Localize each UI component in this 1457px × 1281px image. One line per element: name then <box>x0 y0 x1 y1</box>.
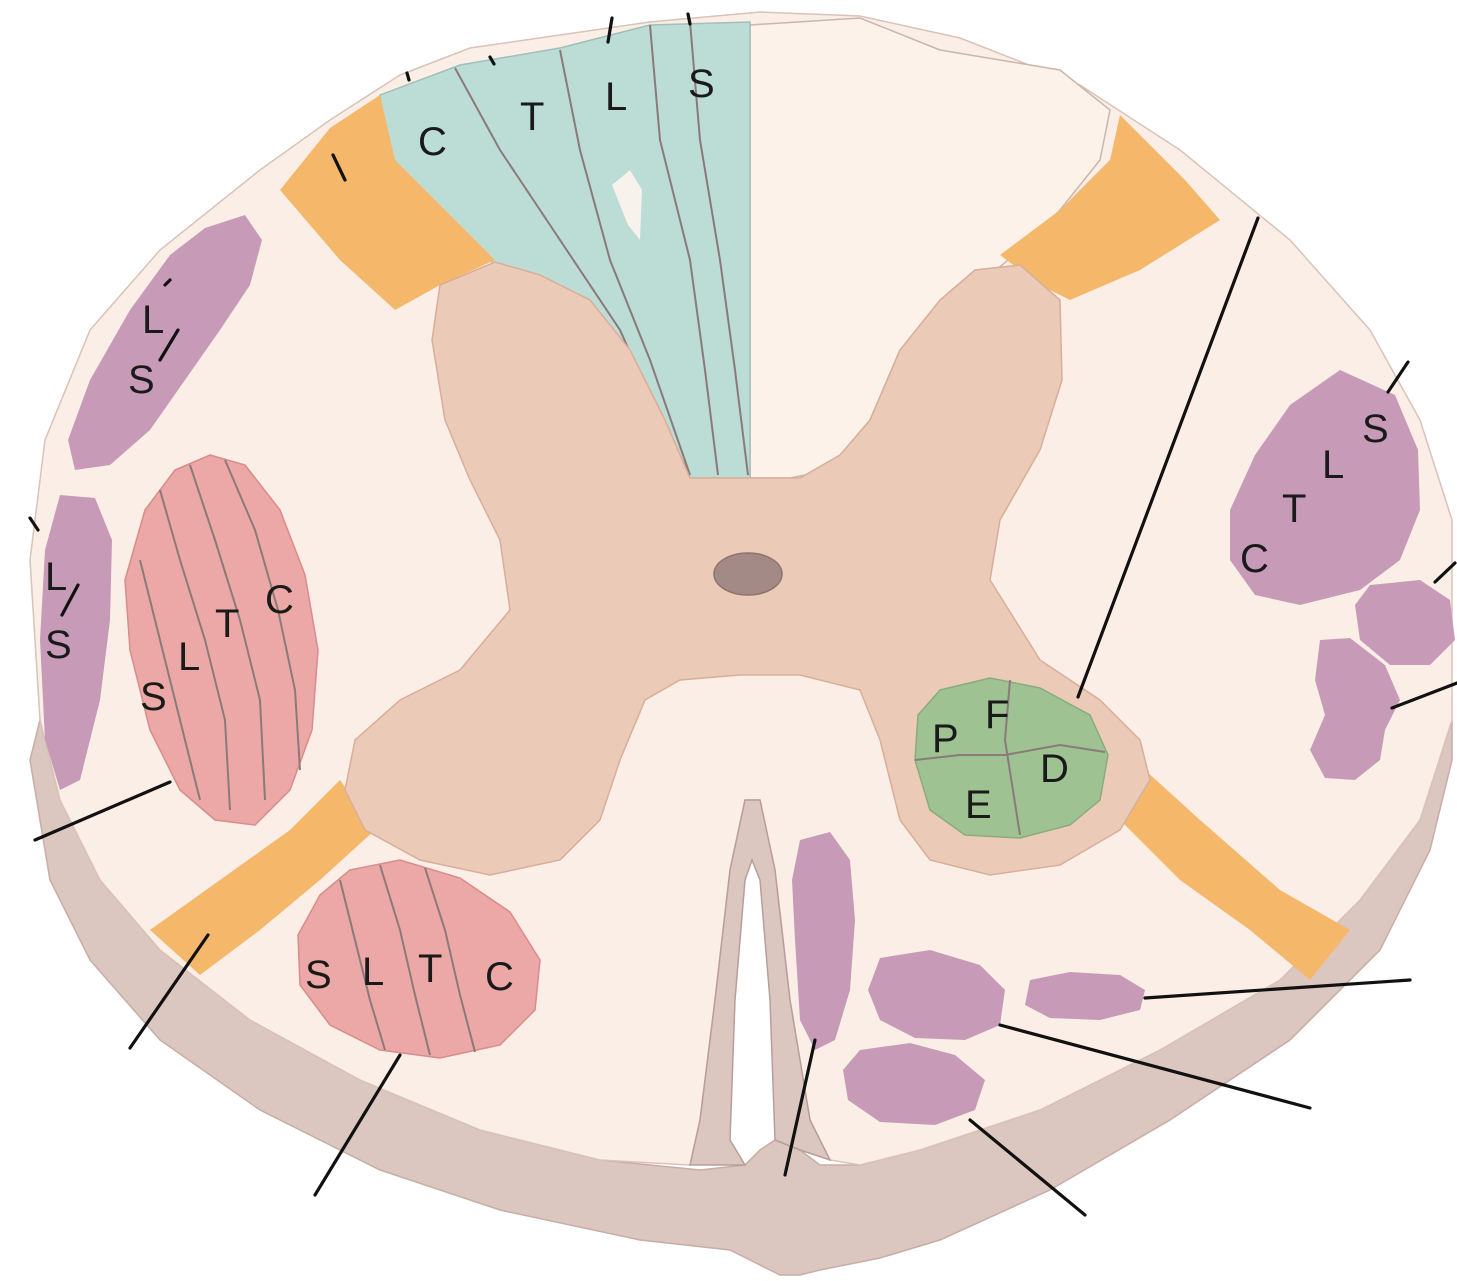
right-lateral-tract-label-l: L <box>1322 443 1344 487</box>
lateral-corticospinal-label-c: C <box>265 578 294 622</box>
dorsal-column-label-c: C <box>418 120 447 164</box>
anterior-spinothalamic-label-t: T <box>418 947 442 991</box>
left-lateral-tract-label-s: S <box>45 623 72 667</box>
anterior-spinothalamic-label-s: S <box>305 953 332 997</box>
left-lateral-tract-label-l: L <box>45 555 67 599</box>
motor-nuclei-label-e: E <box>965 783 992 827</box>
upper-left-tract-label-s: S <box>128 358 155 402</box>
upper-left-tract-label-l: L <box>142 298 164 342</box>
motor-nuclei-label-f: F <box>985 693 1009 737</box>
right-lateral-tract-label-c: C <box>1240 537 1269 581</box>
dorsal-column-label-s: S <box>688 62 715 106</box>
lateral-corticospinal-label-t: T <box>215 602 239 646</box>
lateral-corticospinal-label-s: S <box>140 675 167 719</box>
motor-nuclei-label-d: D <box>1040 747 1069 791</box>
anterior-spinothalamic-label-c: C <box>485 955 514 999</box>
motor-nuclei-label-p: P <box>932 717 959 761</box>
central-canal <box>714 553 782 595</box>
lateral-corticospinal-label-l: L <box>178 635 200 679</box>
anterior-spinothalamic-label-l: L <box>362 950 384 994</box>
right-lateral-tract-label-t: T <box>1282 487 1306 531</box>
dorsal-column-label-t: T <box>520 95 544 139</box>
right-lateral-tract-label-s: S <box>1362 407 1389 451</box>
dorsal-column-label-l: L <box>605 75 627 119</box>
anterior-tract-b <box>1025 972 1145 1020</box>
